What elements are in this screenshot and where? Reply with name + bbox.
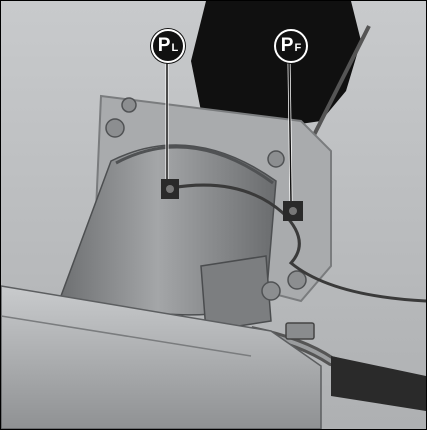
- base-housing: [1, 285, 322, 429]
- pressure-line: [170, 183, 426, 303]
- probe-rod: [309, 25, 371, 142]
- cylinder-flange: [115, 145, 274, 185]
- fan-hood: [191, 1, 361, 131]
- port-pl-fitting: [161, 179, 179, 199]
- pipe-fitting: [285, 322, 315, 340]
- port-pf-fitting: [283, 201, 303, 221]
- connection-block: [200, 255, 272, 332]
- dark-rail: [331, 356, 426, 411]
